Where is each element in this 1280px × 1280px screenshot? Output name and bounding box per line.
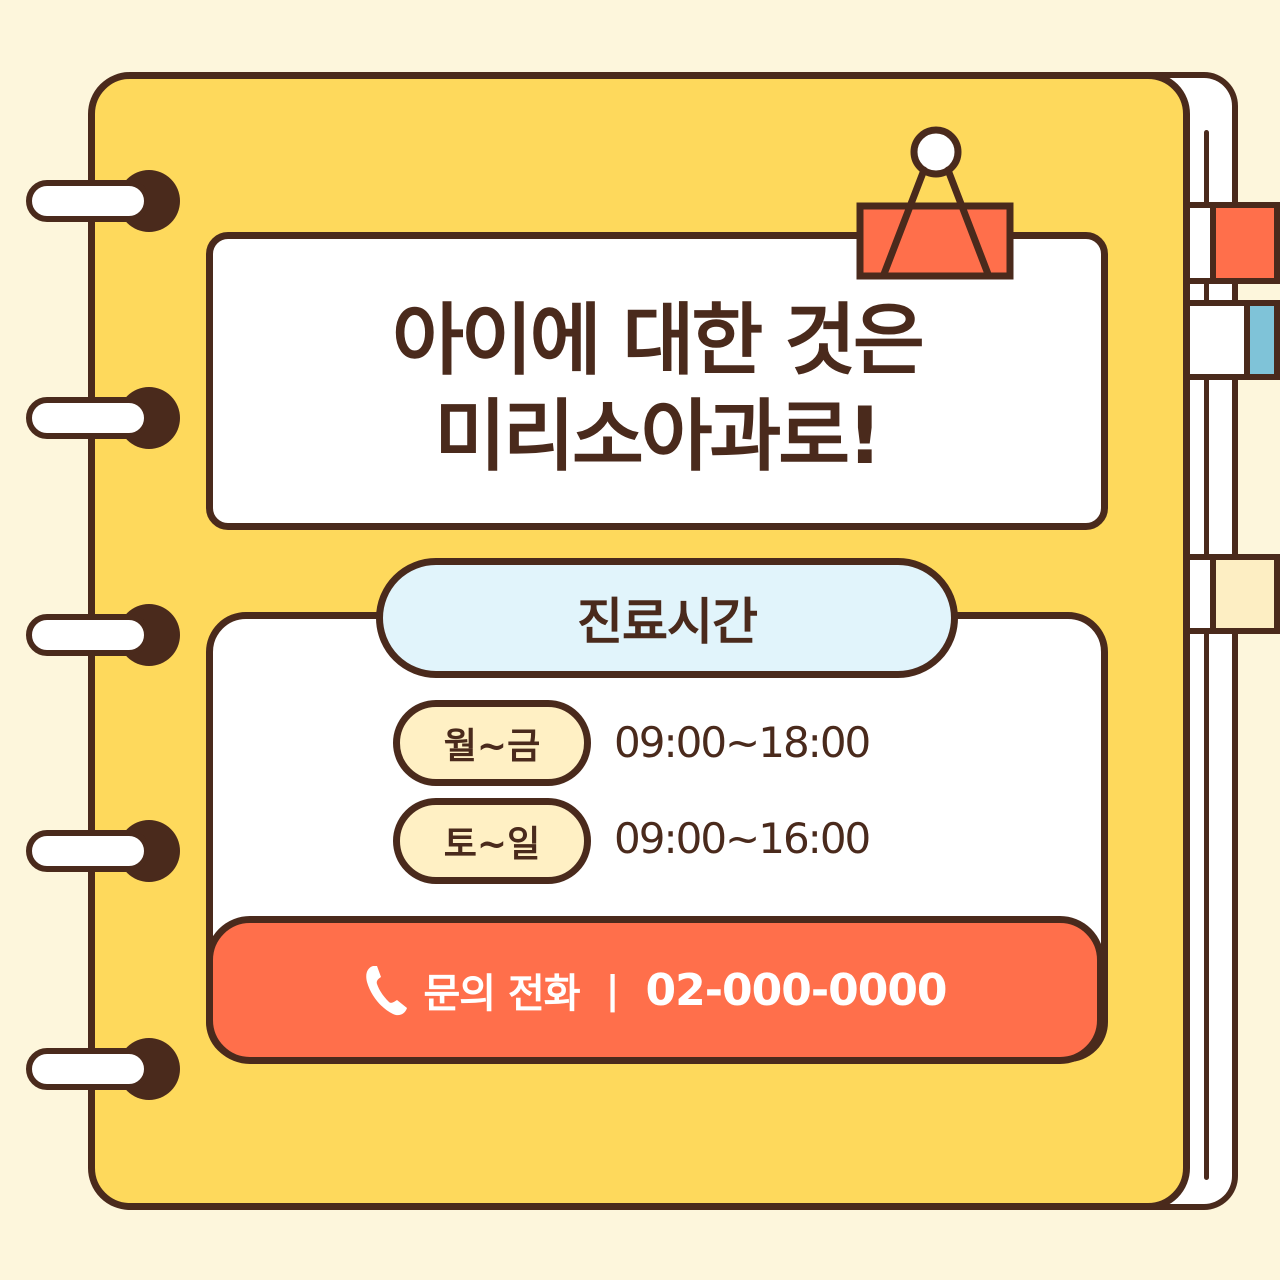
contact-bar[interactable]: 문의 전화 | 02-000-0000: [206, 916, 1104, 1064]
ring: [26, 614, 150, 656]
page-edge-line: [1204, 620, 1209, 1180]
ring: [26, 830, 150, 872]
hours-time-weekend: 09:00~16:00: [614, 814, 871, 863]
headline-line-2: 미리소아과로!: [434, 392, 882, 482]
ring: [26, 180, 150, 222]
ring: [26, 397, 150, 439]
phone-icon: [366, 966, 408, 1016]
tab-red[interactable]: [1186, 202, 1280, 284]
contact-label: 문의 전화: [423, 971, 580, 1017]
hours-time-weekday: 09:00~18:00: [614, 718, 871, 767]
tab-cream[interactable]: [1186, 554, 1280, 634]
day-pill-weekend: 토~일: [393, 798, 591, 884]
contact-phone-number[interactable]: 02-000-0000: [645, 964, 947, 1016]
title-card: [206, 232, 1108, 530]
headline-line-1: 아이에 대한 것은: [392, 296, 925, 386]
binder-clip-icon: [856, 126, 1014, 280]
hours-heading-badge: 진료시간: [376, 558, 958, 678]
ring: [26, 1048, 150, 1090]
contact-separator: |: [605, 968, 620, 1012]
tab-blue[interactable]: [1186, 300, 1280, 380]
day-pill-weekday: 월~금: [393, 700, 591, 786]
